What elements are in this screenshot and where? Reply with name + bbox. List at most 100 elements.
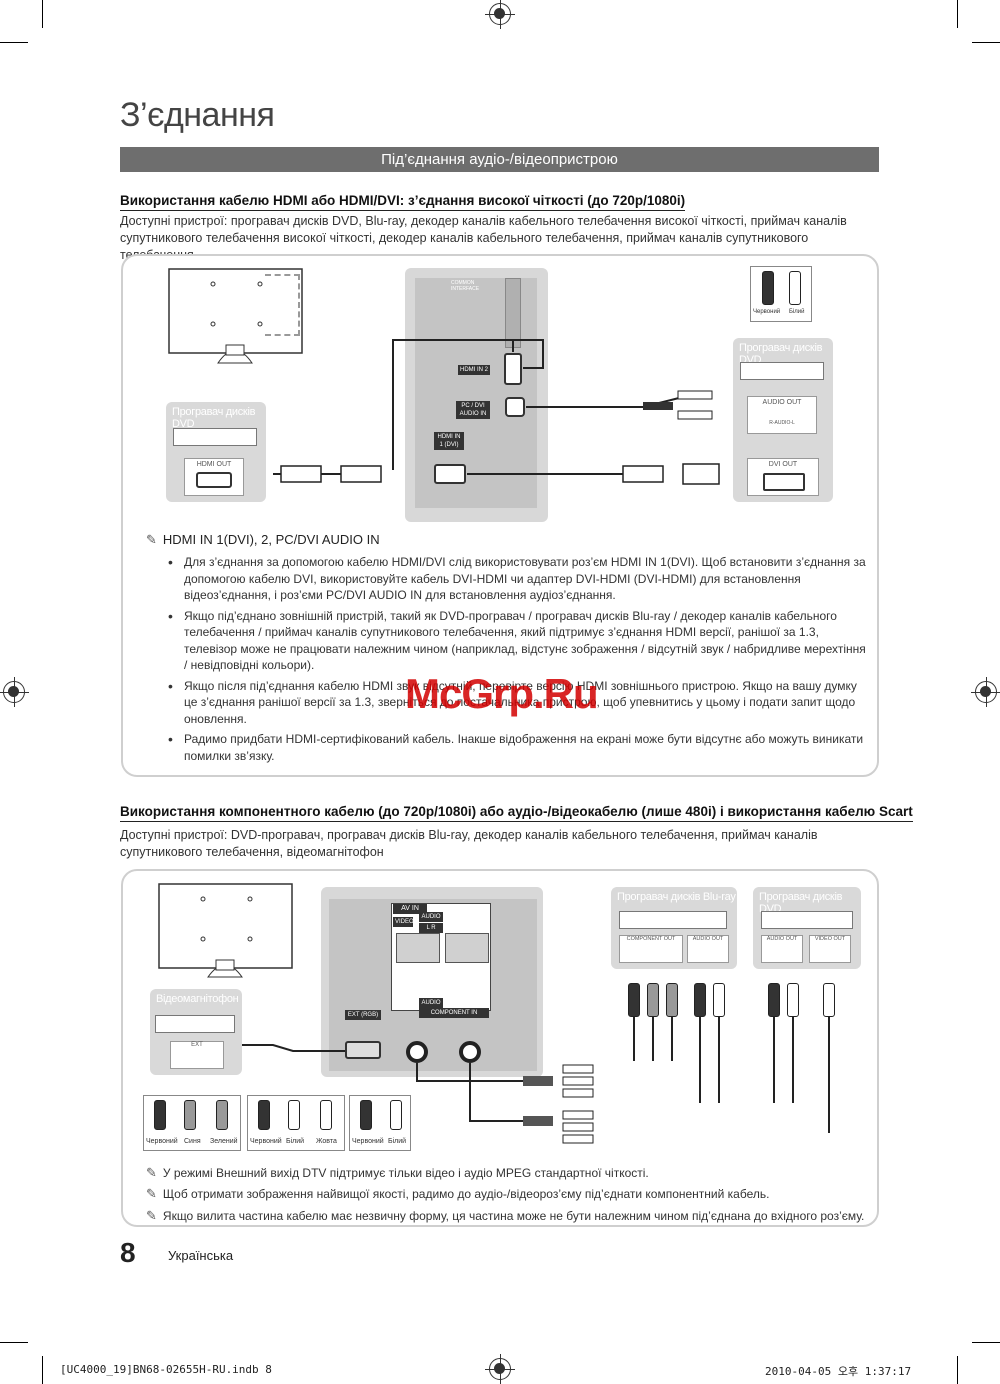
dvd-video-out-box: VIDEO OUT bbox=[809, 935, 851, 963]
cable-caption: Червоний bbox=[250, 1138, 282, 1145]
section1-heading: Використання кабелю HDMI або HDMI/DVI: з… bbox=[120, 193, 686, 211]
ext-rgb-label: EXT (RGB) bbox=[345, 1010, 381, 1020]
vcr-icon bbox=[155, 1015, 235, 1033]
right-audio-out-label: AUDIO OUT bbox=[762, 399, 802, 406]
cable-group-3: Червоний Білий bbox=[349, 1095, 411, 1151]
plug-icon bbox=[647, 983, 659, 1017]
section-bar: Під’єднання аудіо-/відеопристрою bbox=[120, 147, 879, 172]
tv-outline-icon bbox=[168, 268, 303, 364]
tv-highlight bbox=[265, 274, 300, 336]
component-cables-icon bbox=[242, 1017, 830, 1144]
plug-icon bbox=[216, 1100, 228, 1130]
bluray-device-box: Програвач дисків Blu-ray COMPONENT OUT A… bbox=[611, 887, 737, 969]
cable-group-1: Червоний Синя Зелений bbox=[143, 1095, 241, 1151]
plug-icon bbox=[713, 983, 725, 1017]
footer-date: 2010-04-05 오후 1:37:17 bbox=[765, 1365, 912, 1378]
page-number: 8 bbox=[120, 1237, 136, 1268]
plug-icon bbox=[360, 1100, 372, 1130]
audio-lr-label: L R bbox=[419, 923, 443, 933]
cable-caption: Білий bbox=[286, 1138, 305, 1145]
registration-mark-icon bbox=[971, 677, 1000, 707]
cable-caption: Червоний bbox=[146, 1138, 178, 1145]
plug-icon bbox=[154, 1100, 166, 1130]
white-plug-icon bbox=[789, 271, 801, 305]
section2-heading: Використання компонентного кабелю (до 72… bbox=[120, 804, 913, 822]
plug-icon bbox=[823, 983, 835, 1017]
cable-caption: Зелений bbox=[210, 1138, 238, 1145]
crop-mark bbox=[972, 1342, 1000, 1343]
note-heading-text: HDMI IN 1(DVI), 2, PC/DVI AUDIO IN bbox=[162, 532, 380, 547]
crop-mark bbox=[972, 42, 1000, 43]
rca-legend-box: Червоний Білий bbox=[750, 266, 812, 322]
cable-red-caption: Червоний bbox=[753, 309, 781, 315]
plug-icon bbox=[390, 1100, 402, 1130]
crop-mark bbox=[0, 1342, 28, 1343]
plug-icon bbox=[666, 983, 678, 1017]
plug-icon bbox=[628, 983, 640, 1017]
audio-label-top: AUDIO bbox=[419, 912, 443, 922]
right-dvd-device-box: Програвач дисків DVD AUDIO OUT R-AUDIO-L… bbox=[733, 338, 833, 502]
dvd-icon bbox=[761, 911, 853, 929]
vcr-ext-label: EXT bbox=[191, 1042, 203, 1048]
common-interface-label: COMMON INTERFACE bbox=[451, 280, 480, 292]
av-jacks-right bbox=[445, 933, 489, 963]
registration-mark-icon bbox=[485, 0, 515, 29]
language-label: Українська bbox=[168, 1248, 234, 1263]
dvd-audio-out-box: AUDIO OUT bbox=[761, 935, 803, 963]
dvd-device-box: Програвач дисків DVD AUDIO OUT VIDEO OUT bbox=[753, 887, 861, 969]
page-title: З’єднання bbox=[120, 96, 275, 134]
component-diagram-panel: AV IN VIDEO AUDIO L R AUDIO COMPONENT IN… bbox=[121, 869, 879, 1227]
av-round-port-1 bbox=[406, 1041, 428, 1063]
section2-note: ✎Якщо вилита частина кабелю має незвичну… bbox=[146, 1209, 864, 1224]
av-in-label: AV IN bbox=[393, 904, 427, 914]
dvd-video-out-label: VIDEO OUT bbox=[814, 936, 846, 942]
bullet-item: Радимо придбати HDMI-сертифікований кабе… bbox=[168, 731, 868, 764]
cable-group-2: Червоний Білий Жовта bbox=[247, 1095, 345, 1151]
crop-mark bbox=[42, 1356, 43, 1384]
watermark: McGrp.Ru bbox=[405, 670, 599, 717]
bullet-item: Для з’єднання за допомогою кабелю HDMI/D… bbox=[168, 554, 868, 604]
crop-mark bbox=[0, 42, 28, 43]
hdmi-in-1-dvi-label: HDMI IN 1 (DVI) bbox=[434, 432, 464, 450]
bullet-item: Якщо під’єднано зовнішній пристрій, таки… bbox=[168, 608, 868, 674]
note-pencil-icon: ✎ bbox=[146, 1166, 157, 1181]
bluray-component-out-label: COMPONENT OUT bbox=[626, 936, 676, 942]
left-dvd-device-box: Програвач дисків DVD HDMI OUT bbox=[166, 402, 266, 502]
note-pencil-icon: ✎ bbox=[146, 533, 157, 548]
audio-label-bottom: AUDIO bbox=[419, 998, 443, 1008]
crop-mark bbox=[957, 1356, 958, 1384]
tv-outline-icon bbox=[158, 883, 293, 978]
pc-dvi-audio-in-port bbox=[505, 397, 525, 417]
left-dvd-player-icon bbox=[173, 428, 257, 446]
red-plug-icon bbox=[762, 271, 774, 305]
bullet-item: Якщо після під’єднання кабелю HDMI звук … bbox=[168, 678, 868, 728]
av-round-port-2 bbox=[459, 1041, 481, 1063]
cable-white-caption: Білий bbox=[789, 309, 805, 315]
left-dvd-title: Програвач дисків DVD bbox=[172, 406, 256, 430]
vcr-ext-box: EXT bbox=[170, 1041, 224, 1069]
plug-icon bbox=[768, 983, 780, 1017]
note-heading: ✎ HDMI IN 1(DVI), 2, PC/DVI AUDIO IN bbox=[146, 532, 380, 548]
note-text: У режимі Внешний вихід DTV підтримує тіл… bbox=[162, 1166, 649, 1180]
vcr-title: Відеомагнітофон bbox=[156, 993, 239, 1005]
right-audio-sub-label: R-AUDIO-L bbox=[769, 420, 795, 426]
plug-icon bbox=[694, 983, 706, 1017]
bluray-icon bbox=[619, 911, 727, 929]
plug-icon bbox=[258, 1100, 270, 1130]
footer-file: [UC4000_19]BN68-02655H-RU.indb 8 bbox=[60, 1363, 272, 1376]
plug-icon bbox=[320, 1100, 332, 1130]
section2-note: ✎ У режимі Внешний вихід DTV підтримує ті… bbox=[146, 1166, 649, 1181]
cable-caption: Білий bbox=[388, 1138, 407, 1145]
hdmi-in-1-port bbox=[434, 464, 466, 484]
right-dvi-out-label: DVI OUT bbox=[768, 461, 798, 468]
note-text: Щоб отримати зображення найвищої якості,… bbox=[162, 1187, 770, 1201]
section2-available-devices: Доступні пристрої: DVD-програвач, програ… bbox=[120, 828, 818, 859]
note-text: Якщо вилита частина кабелю має незвичну … bbox=[162, 1209, 865, 1223]
bluray-audio-out-label: AUDIO OUT bbox=[692, 936, 724, 942]
vcr-device-box: Відеомагнітофон EXT bbox=[150, 989, 242, 1075]
section1-bullets: Для з’єднання за допомогою кабелю HDMI/D… bbox=[168, 554, 868, 768]
ext-rgb-port bbox=[345, 1041, 381, 1059]
right-dvd-player-icon bbox=[740, 362, 824, 380]
crop-mark bbox=[42, 0, 43, 28]
bluray-audio-out-box: AUDIO OUT bbox=[687, 935, 729, 963]
